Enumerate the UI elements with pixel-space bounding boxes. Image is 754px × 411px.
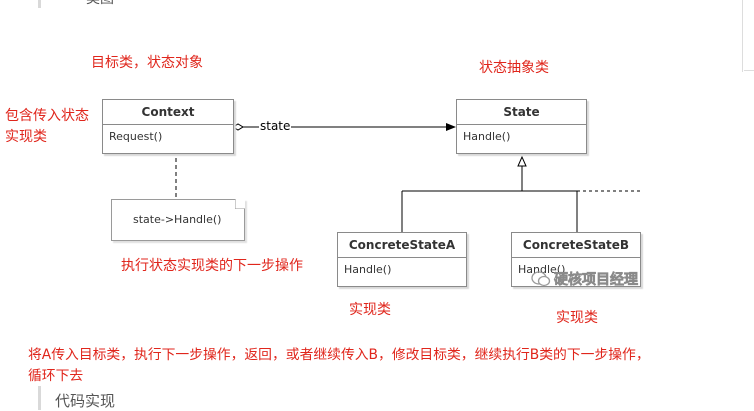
class-context-name: Context [103,100,233,125]
note-box: state->Handle() [111,199,245,241]
class-state: State Handle() [456,99,587,154]
class-state-method: Handle() [463,130,511,143]
note-folded-corner [235,199,245,209]
class-context: Context Request() [102,99,234,154]
watermark-text: 硬核项目经理 [554,272,639,289]
label-impl-b: 实现类 [556,310,598,326]
label-target-class: 目标类，状态对象 [91,55,203,71]
right-scroll-tick [744,70,754,71]
wechat-icon [531,271,551,287]
class-state-name: State [457,100,586,125]
description-line-2: 循环下去 [28,368,84,384]
class-concrete-state-a: ConcreteStateA Handle() [337,232,467,287]
label-exec-next: 执行状态实现类的下一步操作 [121,258,303,274]
inheritance-triangle [517,155,527,167]
label-abstract-state: 状态抽象类 [479,60,549,76]
note-text: state->Handle() [133,213,222,226]
class-concrete-b-name: ConcreteStateB [512,233,640,258]
class-context-method: Request() [109,130,163,143]
label-contains-impl-2: 实现类 [5,129,47,145]
label-impl-a: 实现类 [349,302,391,318]
section-heading: 代码实现 [55,392,116,410]
quote-bar-bottom [38,386,41,410]
quote-bar-top [38,0,41,8]
class-concrete-state-b: ConcreteStateB Handle() [511,232,641,287]
class-concrete-a-name: ConcreteStateA [338,233,466,258]
class-concrete-a-method: Handle() [344,263,392,276]
inheritance-lines [401,166,640,232]
top-cut-heading: 类图 [86,0,114,8]
watermark: 硬核项目经理 [531,269,638,289]
right-scroll-edge [742,0,743,72]
description-line-1: 将A传入目标类，执行下一步操作，返回，或者继续传入B，修改目标类，继续执行B类的… [28,347,650,363]
association-label: state [259,119,292,133]
class-concrete-b-method: Handle() [518,263,566,276]
aggregation-diamond [232,123,244,131]
label-contains-impl-1: 包含传入状态 [5,108,89,124]
